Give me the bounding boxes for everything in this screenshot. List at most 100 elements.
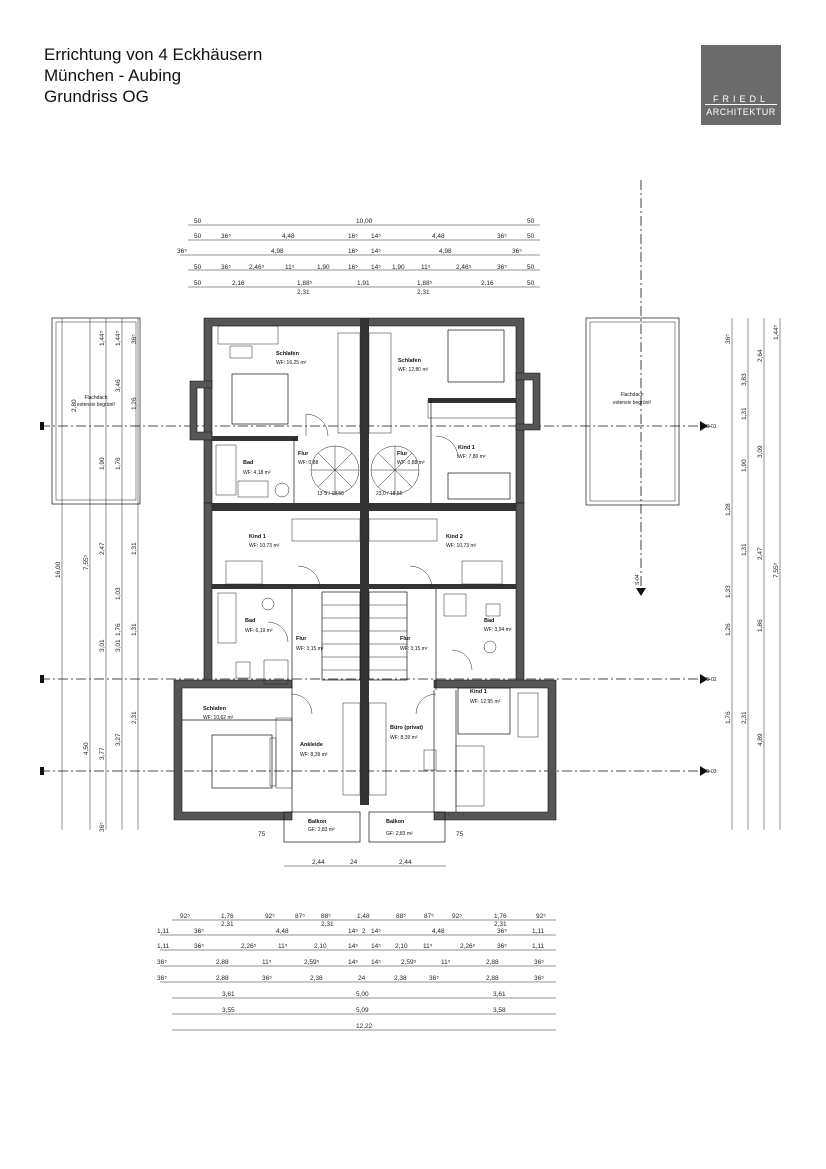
- dimension-label: 36⁵: [429, 975, 439, 982]
- dimension-label: 14⁵: [348, 959, 358, 966]
- dimension-label: 88⁵: [321, 913, 331, 920]
- dimension-label: 4,98: [271, 248, 284, 255]
- dimension-label: 1,76: [115, 623, 122, 636]
- dimension-label: 2,10: [314, 943, 327, 950]
- room-area-flur-e: WF: 3,15 m²: [400, 646, 428, 652]
- dimension-label: 88⁵: [396, 913, 406, 920]
- dimension-label: 3,01: [99, 639, 106, 652]
- room-name-bad-e: Bad: [484, 618, 494, 624]
- flat-roof-left-label-1: Flachdach: [84, 395, 107, 401]
- room-name-balkon-w: Balkon: [308, 819, 327, 825]
- dimension-label: 1,88⁵: [417, 280, 433, 287]
- room-name-flur-nw: Flur: [298, 451, 309, 457]
- dimension-label: 2,88: [216, 959, 229, 966]
- dimension-label: 1,03: [115, 587, 122, 600]
- room-name-bad-nw: Bad: [243, 460, 253, 466]
- dimension-label: 1,91: [357, 280, 370, 287]
- stair-label-upper-right: 23,0 / 18,56: [376, 491, 403, 497]
- dimension-label: 36⁵: [725, 334, 732, 344]
- dimension-label: 1,48: [357, 913, 370, 920]
- dimension-label: 4,48: [282, 233, 295, 240]
- section-label-s04: S-04: [635, 574, 641, 585]
- dimension-label: 87⁵: [295, 913, 305, 920]
- dimension-label: 1,76: [221, 913, 234, 920]
- dimension-label: 3,27: [115, 733, 122, 746]
- dimension-label: 10,00: [356, 218, 373, 225]
- dimension-label: 50: [527, 233, 535, 240]
- room-area-ankleide: WF: 8,39 m²: [300, 752, 328, 758]
- room-area-schlafen-nw: WF: 16,25 m²: [276, 360, 307, 366]
- room-name-bad-w: Bad: [245, 618, 255, 624]
- dimension-label: 36⁵: [194, 928, 204, 935]
- friedl-logo: FRIEDL ARCHITEKTUR: [701, 45, 781, 125]
- section-marker-s02-right: [700, 674, 708, 684]
- dimension-label: 16,00: [55, 561, 62, 578]
- dimension-label: 16⁵: [348, 248, 358, 255]
- dimension-label: 2,31: [131, 711, 138, 724]
- room-name-buero: Büro (privat): [390, 725, 423, 731]
- dimension-label: 75: [258, 831, 266, 838]
- dimension-label: 14⁵: [371, 928, 381, 935]
- dimension-label: 3,77: [99, 747, 106, 760]
- section-label-s02: S-02: [706, 677, 717, 683]
- dimension-label: 36⁵: [221, 264, 231, 271]
- flat-roof-right-inner: [589, 321, 676, 502]
- dimension-label: 75: [456, 831, 464, 838]
- dimension-label: 16⁵: [348, 264, 358, 271]
- section-marker-s03-left: [40, 767, 44, 775]
- dimension-label: 24: [358, 975, 366, 982]
- dimension-label: 1,31: [741, 407, 748, 420]
- dimension-label: 2,16: [481, 280, 494, 287]
- section-marker-s02-left: [40, 675, 44, 683]
- dimension-label: 1,28: [725, 503, 732, 516]
- dimension-label: 36⁵: [157, 959, 167, 966]
- room-area-kind2-e: WF: 10,73 m²: [446, 543, 477, 549]
- dimension-label: 1,76: [725, 711, 732, 724]
- dimension-label: 4,98: [439, 248, 452, 255]
- room-area-kind1-w: WF: 10,73 m²: [249, 543, 280, 549]
- dimension-label: 2,47: [757, 547, 764, 560]
- room-name-flur-e: Flur: [400, 636, 411, 642]
- dimension-label: 1,26: [131, 397, 138, 410]
- logo-line-1: FRIEDL: [712, 94, 769, 104]
- dimension-label: 1,44⁵: [773, 324, 780, 340]
- dimension-label: 2,64: [757, 349, 764, 362]
- dimension-label: 3,58: [493, 1007, 506, 1014]
- room-name-schlafen-ne: Schlafen: [398, 358, 422, 364]
- dimension-label: 36⁵: [534, 975, 544, 982]
- dimension-label: 2,38: [394, 975, 407, 982]
- dimension-label: 92⁵: [265, 913, 275, 920]
- room-name-ankleide: Ankleide: [300, 742, 323, 748]
- dimension-label: 1,44⁵: [115, 330, 122, 346]
- logo-line-2: ARCHITEKTUR: [706, 107, 776, 117]
- dimension-label: 2,44: [312, 859, 325, 866]
- room-area-kind1-se: WF: 12,95 m²: [470, 699, 501, 705]
- flat-roof-left-inner: [55, 321, 137, 501]
- room-name-kind1-w: Kind 1: [249, 534, 266, 540]
- room-name-kind2-e: Kind 2: [446, 534, 463, 540]
- section-marker-s01-left: [40, 422, 44, 430]
- dimension-label: 36⁵: [157, 975, 167, 982]
- dimension-label: 11⁵: [278, 943, 288, 950]
- dimension-label: 7,55⁵: [83, 554, 90, 570]
- dimension-label: 11⁵: [441, 959, 451, 966]
- room-name-schlafen-sw: Schlafen: [203, 706, 227, 712]
- door-swings: [267, 413, 473, 715]
- dimension-label: 2,59⁵: [304, 959, 320, 966]
- dimension-label: 11⁵: [285, 264, 295, 271]
- balcony-left: [283, 811, 361, 843]
- flat-roof-left-label-2: extensiv begrünt!: [77, 402, 115, 408]
- staircase-upper: [310, 445, 420, 495]
- dimension-label: 2,46⁵: [249, 264, 265, 271]
- dimension-label: 2,31: [297, 289, 310, 296]
- dimension-label: 1,76: [494, 913, 507, 920]
- room-name-flur-ne: Flur: [397, 451, 408, 457]
- dimension-label: 2,88: [486, 975, 499, 982]
- dimension-label: 4,48: [432, 928, 445, 935]
- room-area-flur-nw: WF: 0,88: [298, 460, 319, 466]
- dimension-label: 14⁵: [371, 264, 381, 271]
- dimension-label: 14⁵: [371, 943, 381, 950]
- dimension-label: 36⁵: [497, 928, 507, 935]
- room-area-schlafen-sw: WF: 10,62 m²: [203, 715, 234, 721]
